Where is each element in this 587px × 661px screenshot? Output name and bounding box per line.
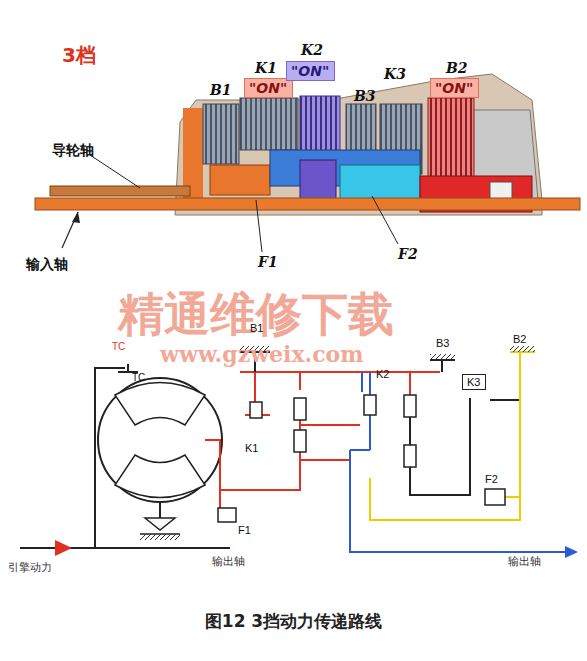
part-label: F2 (398, 246, 418, 262)
part-label: B1 (250, 322, 263, 335)
part-label: F1 (258, 254, 278, 270)
part-label: F1 (238, 524, 251, 537)
part-label: 引擎动力 (8, 562, 52, 575)
part-label: 输出轴 (508, 556, 541, 569)
part-label: K1 (255, 60, 277, 76)
node-text: "ON" (435, 80, 474, 96)
on-badge: "ON" (244, 78, 293, 98)
part-label: F2 (485, 473, 498, 486)
node-text: "ON" (291, 63, 330, 79)
part-label: 导轮轴 (52, 142, 94, 158)
part-label: B2 (513, 333, 526, 346)
on-badge: "ON" (286, 61, 335, 81)
gear-title: 3档 (62, 44, 96, 67)
part-label: K2 (301, 42, 323, 58)
node-text: "ON" (249, 80, 288, 96)
figure-caption: 图12 3挡动力传递路线 (0, 612, 587, 632)
clutch-box: K3 (462, 374, 486, 390)
part-label: 输出轴 (212, 556, 245, 569)
part-label: K1 (245, 442, 258, 455)
node-text: K3 (467, 376, 481, 388)
part-label: 输入轴 (26, 256, 68, 272)
part-label: TC (112, 341, 125, 353)
part-label: B3 (436, 337, 449, 350)
part-label: K3 (384, 66, 406, 82)
part-label: B3 (354, 88, 376, 104)
on-badge: "ON" (430, 78, 479, 98)
part-label: TC (132, 372, 145, 384)
part-label: B1 (210, 82, 232, 98)
part-label: B2 (446, 60, 468, 76)
part-label: K2 (376, 368, 389, 381)
part-label: www.gzweix.com (160, 342, 364, 367)
